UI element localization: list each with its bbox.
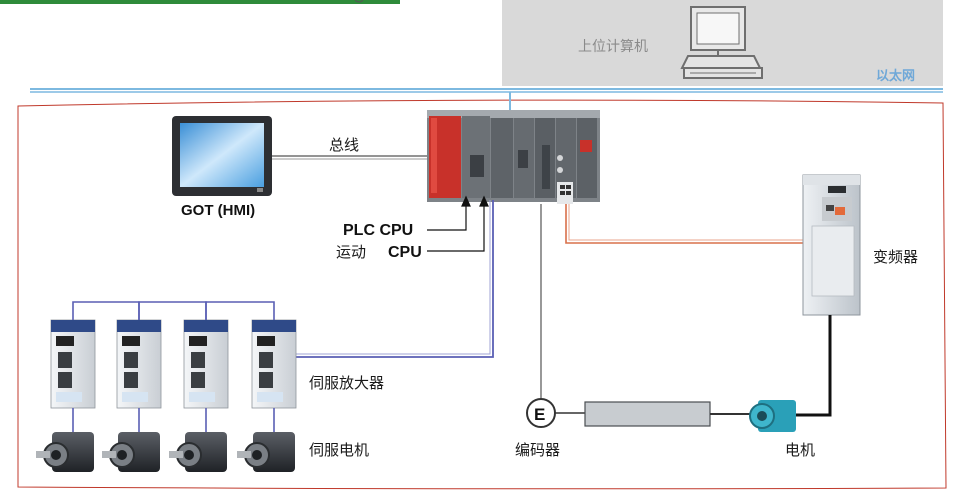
servo-amplifier-3 <box>183 319 229 409</box>
servo-motor-3 <box>169 432 227 472</box>
plc-cpu-label: PLC CPU <box>343 222 413 239</box>
servo-motor-4 <box>237 432 295 472</box>
servo-amplifier-label: 伺服放大器 <box>309 374 384 392</box>
encoder-symbol: E <box>534 405 545 424</box>
servo-network-line <box>296 200 494 358</box>
motor-cable <box>790 315 832 417</box>
inverter-link-2 <box>568 204 808 241</box>
motor <box>749 400 796 432</box>
motion-cpu-prefix: 运动 <box>336 243 366 261</box>
plc-rack <box>427 110 600 204</box>
servo-motor-1 <box>36 432 94 472</box>
system-frame <box>17 99 947 490</box>
header-band-glyph <box>354 0 364 3</box>
motion-cpu-module <box>491 118 513 198</box>
servo-amplifier-4 <box>251 319 297 409</box>
pc-icon <box>680 6 763 79</box>
amp-motor-cables <box>72 408 275 432</box>
host-computer-label: 上位计算机 <box>578 39 648 55</box>
bus-label: 总线 <box>329 136 359 154</box>
inverter <box>802 174 861 316</box>
servo-motor-label: 伺服电机 <box>309 441 369 459</box>
motor-label: 电机 <box>785 441 815 459</box>
plc-cpu-pointer <box>427 195 471 231</box>
amplifier-links <box>72 301 275 320</box>
got-hmi-label: GOT (HMI) <box>181 202 255 219</box>
encoder-label: 编码器 <box>515 441 560 459</box>
inverter-link <box>565 204 808 244</box>
servo-network-line-2 <box>296 200 491 355</box>
header-band <box>0 0 400 4</box>
inverter-label: 变频器 <box>873 248 918 266</box>
servo-motor-2 <box>102 432 160 472</box>
ethernet-label: 以太网 <box>876 68 915 84</box>
motion-cpu-pointer <box>427 195 489 252</box>
drive-shaft <box>584 401 711 427</box>
servo-amplifier-2 <box>116 319 162 409</box>
servo-amplifier-1 <box>50 319 96 409</box>
got-hmi-terminal <box>172 116 272 196</box>
motion-cpu-label: CPU <box>388 244 422 261</box>
